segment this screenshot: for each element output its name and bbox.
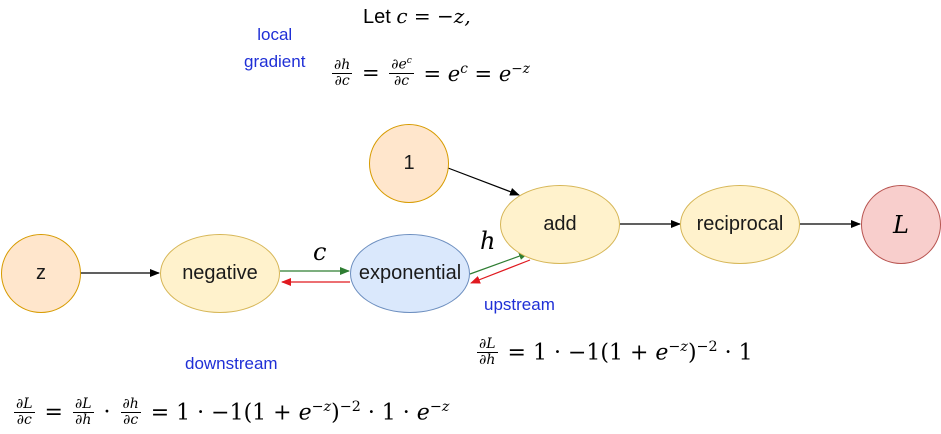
node-z: z <box>1 234 81 313</box>
node-L-label: L <box>893 210 909 239</box>
node-one-label: 1 <box>403 152 415 174</box>
upstream-equation: ∂L∂h = 1 · −1(1 + e−z)−2 · 1 <box>477 335 753 368</box>
let-prefix: Let <box>363 6 391 28</box>
node-negative: negative <box>160 234 280 313</box>
node-reciprocal-label: reciprocal <box>696 213 784 235</box>
let-equation: Let c = −z, <box>363 4 471 29</box>
node-add-label: add <box>543 213 577 235</box>
edge-label-c: c <box>313 238 327 266</box>
upstream-annotation: upstream <box>484 295 555 314</box>
node-negative-label: negative <box>182 262 258 284</box>
node-exponential-label: exponential <box>358 262 462 284</box>
local-gradient-equation: ∂h∂c = ∂ec∂c = ec = e−z <box>332 56 530 89</box>
local-gradient-annotation: local gradient <box>244 21 305 75</box>
edge-add-exponential-backward <box>470 259 531 284</box>
edge-exponential-add <box>469 252 529 275</box>
downstream-annotation: downstream <box>185 354 278 373</box>
node-L: L <box>861 185 941 264</box>
node-z-label: z <box>36 262 46 284</box>
edge-one-add <box>447 167 520 196</box>
gradient-label: gradient <box>244 52 306 71</box>
local-label: local <box>257 25 293 44</box>
node-one: 1 <box>369 124 449 203</box>
node-add: add <box>500 185 620 264</box>
edge-label-h: h <box>480 227 496 255</box>
node-exponential: exponential <box>350 234 470 313</box>
let-body: c = −z, <box>396 4 471 28</box>
downstream-equation: ∂L∂c = ∂L∂h · ∂h∂c = 1 · −1(1 + e−z)−2 ·… <box>14 395 450 428</box>
node-reciprocal: reciprocal <box>680 185 800 264</box>
